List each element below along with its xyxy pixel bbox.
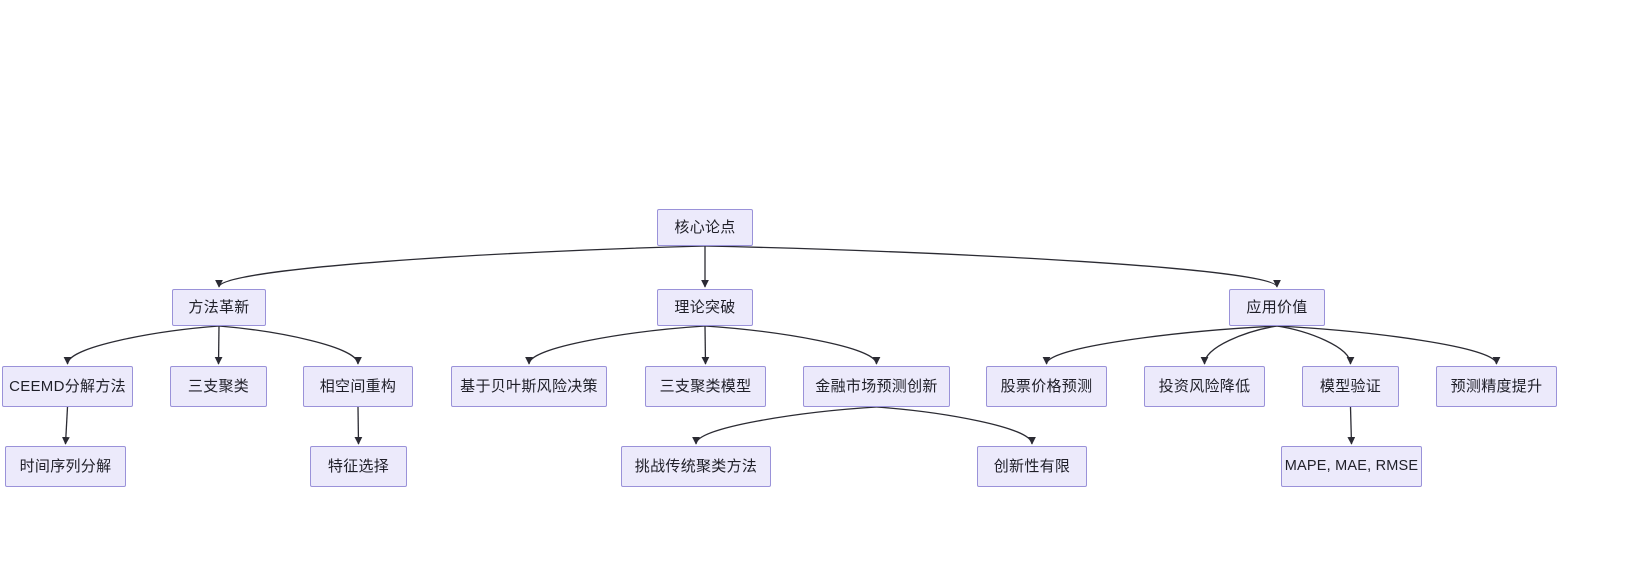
- node-l3c3[interactable]: 模型验证: [1302, 366, 1399, 407]
- node-l2a[interactable]: 方法革新: [172, 289, 266, 326]
- edge-l2b-to-l3b2: [701, 325, 710, 365]
- node-l3b1[interactable]: 基于贝叶斯风险决策: [451, 366, 607, 407]
- edge-l3b3-to-l4b1: [692, 406, 877, 445]
- node-label: MAPE, MAE, RMSE: [1284, 458, 1419, 475]
- node-l4c3[interactable]: MAPE, MAE, RMSE: [1281, 446, 1422, 487]
- node-label: 核心论点: [674, 219, 736, 236]
- node-label: 基于贝叶斯风险决策: [460, 378, 598, 395]
- node-label: 投资风险降低: [1158, 378, 1251, 395]
- edge-l3a3-to-l4a3: [354, 406, 363, 445]
- edge-l2c-to-l3c4: [1276, 325, 1501, 365]
- node-label: 预测精度提升: [1450, 378, 1543, 395]
- node-l3c4[interactable]: 预测精度提升: [1436, 366, 1557, 407]
- edge-l3b3-to-l4b2: [876, 406, 1036, 445]
- node-l4b1[interactable]: 挑战传统聚类方法: [621, 446, 771, 487]
- edge-l2a-to-l3a2: [214, 325, 223, 365]
- node-label: CEEMD分解方法: [9, 378, 126, 395]
- node-l3a2[interactable]: 三支聚类: [170, 366, 267, 407]
- node-label: 挑战传统聚类方法: [634, 458, 758, 475]
- node-label: 应用价值: [1246, 299, 1308, 316]
- edge-l2c-to-l3c2: [1200, 325, 1278, 365]
- edge-l2b-to-l3b1: [525, 325, 706, 365]
- node-root[interactable]: 核心论点: [657, 209, 753, 246]
- node-l3c1[interactable]: 股票价格预测: [986, 366, 1107, 407]
- node-label: 金融市场预测创新: [815, 378, 938, 395]
- node-l4b2[interactable]: 创新性有限: [977, 446, 1087, 487]
- node-l2b[interactable]: 理论突破: [657, 289, 753, 326]
- node-l3a1[interactable]: CEEMD分解方法: [2, 366, 133, 407]
- node-label: 相空间重构: [319, 378, 397, 395]
- edge-l2a-to-l3a3: [218, 325, 362, 365]
- node-label: 三支聚类模型: [659, 378, 752, 395]
- edge-root-to-l2c: [704, 245, 1281, 288]
- edge-l2c-to-l3c1: [1042, 325, 1278, 365]
- node-l3a3[interactable]: 相空间重构: [303, 366, 413, 407]
- edge-l3a1-to-l4a1: [61, 406, 70, 445]
- node-l4a3[interactable]: 特征选择: [310, 446, 407, 487]
- edge-l2a-to-l3a1: [63, 325, 220, 365]
- node-label: 方法革新: [188, 299, 250, 316]
- node-l2c[interactable]: 应用价值: [1229, 289, 1325, 326]
- node-l3c2[interactable]: 投资风险降低: [1144, 366, 1265, 407]
- node-label: 理论突破: [674, 299, 736, 316]
- edge-l2b-to-l3b3: [704, 325, 881, 365]
- edge-l3c3-to-l4c3: [1347, 406, 1356, 445]
- node-label: 股票价格预测: [1000, 378, 1093, 395]
- node-label: 三支聚类: [187, 378, 250, 395]
- node-l3b2[interactable]: 三支聚类模型: [645, 366, 766, 407]
- node-label: 创新性有限: [993, 458, 1071, 475]
- edge-l2c-to-l3c3: [1276, 325, 1355, 365]
- node-label: 时间序列分解: [19, 458, 112, 475]
- node-label: 特征选择: [327, 458, 390, 475]
- edge-root-to-l2a: [215, 245, 706, 288]
- node-l4a1[interactable]: 时间序列分解: [5, 446, 126, 487]
- node-l3b3[interactable]: 金融市场预测创新: [803, 366, 950, 407]
- node-label: 模型验证: [1319, 378, 1382, 395]
